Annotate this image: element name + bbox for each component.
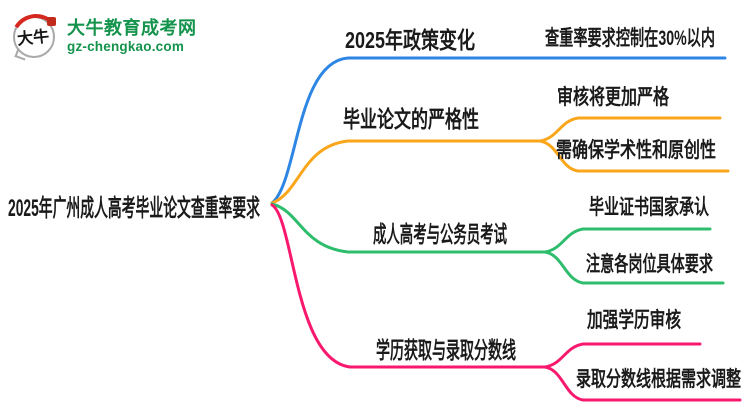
branch-2-fork-down xyxy=(538,139,730,173)
logo-text-block: 大牛教育成考网 gz-chengkao.com xyxy=(67,18,197,54)
root-label: 2025年广州成人高考毕业论文查重率要求 xyxy=(8,194,260,222)
site-name: 大牛教育成考网 xyxy=(67,18,197,39)
logo-bubble-icon: 大牛 xyxy=(5,8,67,70)
branch-3-fork-down xyxy=(543,250,725,285)
branch-1-label: 2025年政策变化 xyxy=(345,27,475,53)
branch-3-fork-up xyxy=(543,227,712,254)
branch-2-fork-up xyxy=(538,116,722,143)
branch-1-line xyxy=(270,56,727,205)
branch-4-label: 学历获取与录取分数线 xyxy=(376,337,516,363)
branch-2-label: 毕业论文的严格性 xyxy=(343,106,479,132)
branch-4-child-1-label: 加强学历审核 xyxy=(586,308,681,332)
branch-4-line xyxy=(270,203,547,369)
site-logo: 大牛 大牛教育成考网 gz-chengkao.com xyxy=(5,8,197,70)
branch-3-child-2-label: 注意各岗位具体要求 xyxy=(586,252,713,276)
branch-2-child-1-label: 审核将更加严格 xyxy=(557,85,670,109)
branch-3-line xyxy=(270,202,547,254)
branch-1-child-1-label: 查重率要求控制在30%以内 xyxy=(545,26,715,50)
branch-4-fork-up xyxy=(543,342,702,369)
branch-3-child-1-label: 毕业证书国家承认 xyxy=(589,195,709,219)
branch-4-child-2-label: 录取分数线根据需求调整 xyxy=(576,367,741,391)
site-domain: gz-chengkao.com xyxy=(67,38,185,54)
logo-red-seal xyxy=(47,17,56,26)
branch-4-fork-down xyxy=(543,365,742,402)
branch-2-child-2-label: 需确保学术性和原创性 xyxy=(556,138,716,162)
branch-3-label: 成人高考与公务员考试 xyxy=(373,221,507,247)
branch-2-line xyxy=(270,139,542,205)
